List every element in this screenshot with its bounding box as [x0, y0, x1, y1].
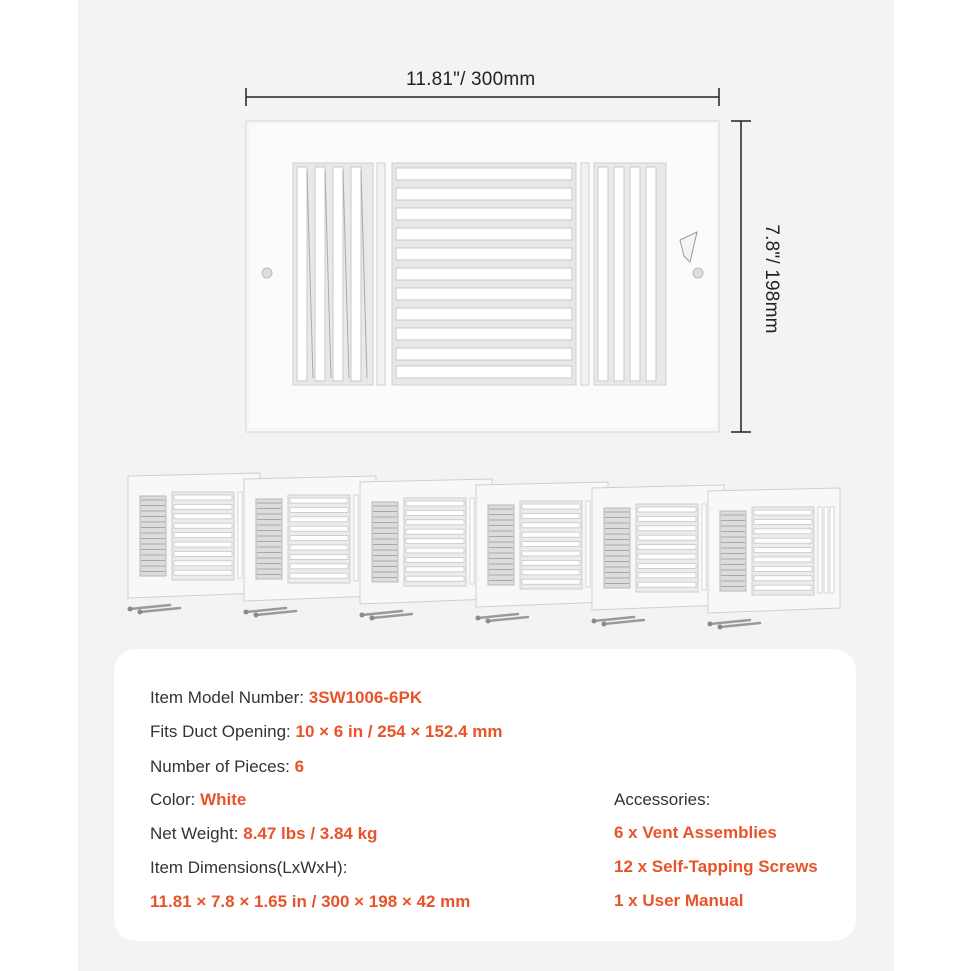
- spec-dims-label: Item Dimensions(LxWxH):: [150, 858, 348, 877]
- spec-pieces: Number of Pieces: 6: [150, 757, 304, 777]
- small-vent: [243, 475, 377, 618]
- spec-duct-value: 10 × 6 in / 254 × 152.4 mm: [295, 722, 503, 741]
- accessories-title: Accessories:: [614, 790, 711, 809]
- small-vent: [359, 478, 493, 621]
- small-vent: [475, 481, 609, 624]
- small-vent: [591, 484, 725, 627]
- spec-model-value: 3SW1006-6PK: [308, 688, 423, 707]
- screw-hole-left: [261, 267, 273, 279]
- vent-set: [127, 472, 841, 630]
- spec-color-label: Color:: [150, 790, 196, 809]
- accessory-item: 6 x Vent Assemblies: [614, 823, 777, 842]
- small-vent: [127, 472, 261, 615]
- spec-color-value: White: [200, 790, 247, 809]
- screw-hole-right: [692, 267, 704, 279]
- small-vent: [707, 487, 841, 630]
- damper-lever: [679, 231, 698, 263]
- spec-duct: Fits Duct Opening: 10 × 6 in / 254 × 152…: [150, 722, 503, 742]
- spec-weight-value: 8.47 lbs / 3.84 kg: [243, 824, 378, 843]
- spec-weight: Net Weight: 8.47 lbs / 3.84 kg: [150, 824, 377, 844]
- main-vent-image: [245, 120, 720, 433]
- spec-pieces-label: Number of Pieces:: [150, 757, 290, 776]
- spec-model: Item Model Number: 3SW1006-6PK: [150, 688, 422, 708]
- spec-model-label: Item Model Number:: [150, 688, 304, 707]
- spec-dims-row: 11.81 × 7.8 × 1.65 in / 300 × 198 × 42 m…: [150, 892, 470, 912]
- spec-duct-label: Fits Duct Opening:: [150, 722, 291, 741]
- product-illustration: [127, 88, 841, 630]
- spec-color: Color: White: [150, 790, 246, 810]
- spec-weight-label: Net Weight:: [150, 824, 239, 843]
- accessory-item: 1 x User Manual: [614, 891, 744, 910]
- height-dimension-line: [731, 120, 751, 433]
- height-label: 7.8"/ 198mm: [761, 224, 782, 334]
- accessory-item: 12 x Self-Tapping Screws: [614, 857, 818, 876]
- spec-card: [114, 649, 856, 941]
- width-label: 11.81"/ 300mm: [406, 69, 536, 90]
- width-dimension-line: [245, 88, 720, 106]
- spec-dims-value: 11.81 × 7.8 × 1.65 in / 300 × 198 × 42 m…: [150, 892, 471, 911]
- spec-pieces-value: 6: [294, 757, 305, 776]
- spec-dims: Item Dimensions(LxWxH):: [150, 858, 347, 878]
